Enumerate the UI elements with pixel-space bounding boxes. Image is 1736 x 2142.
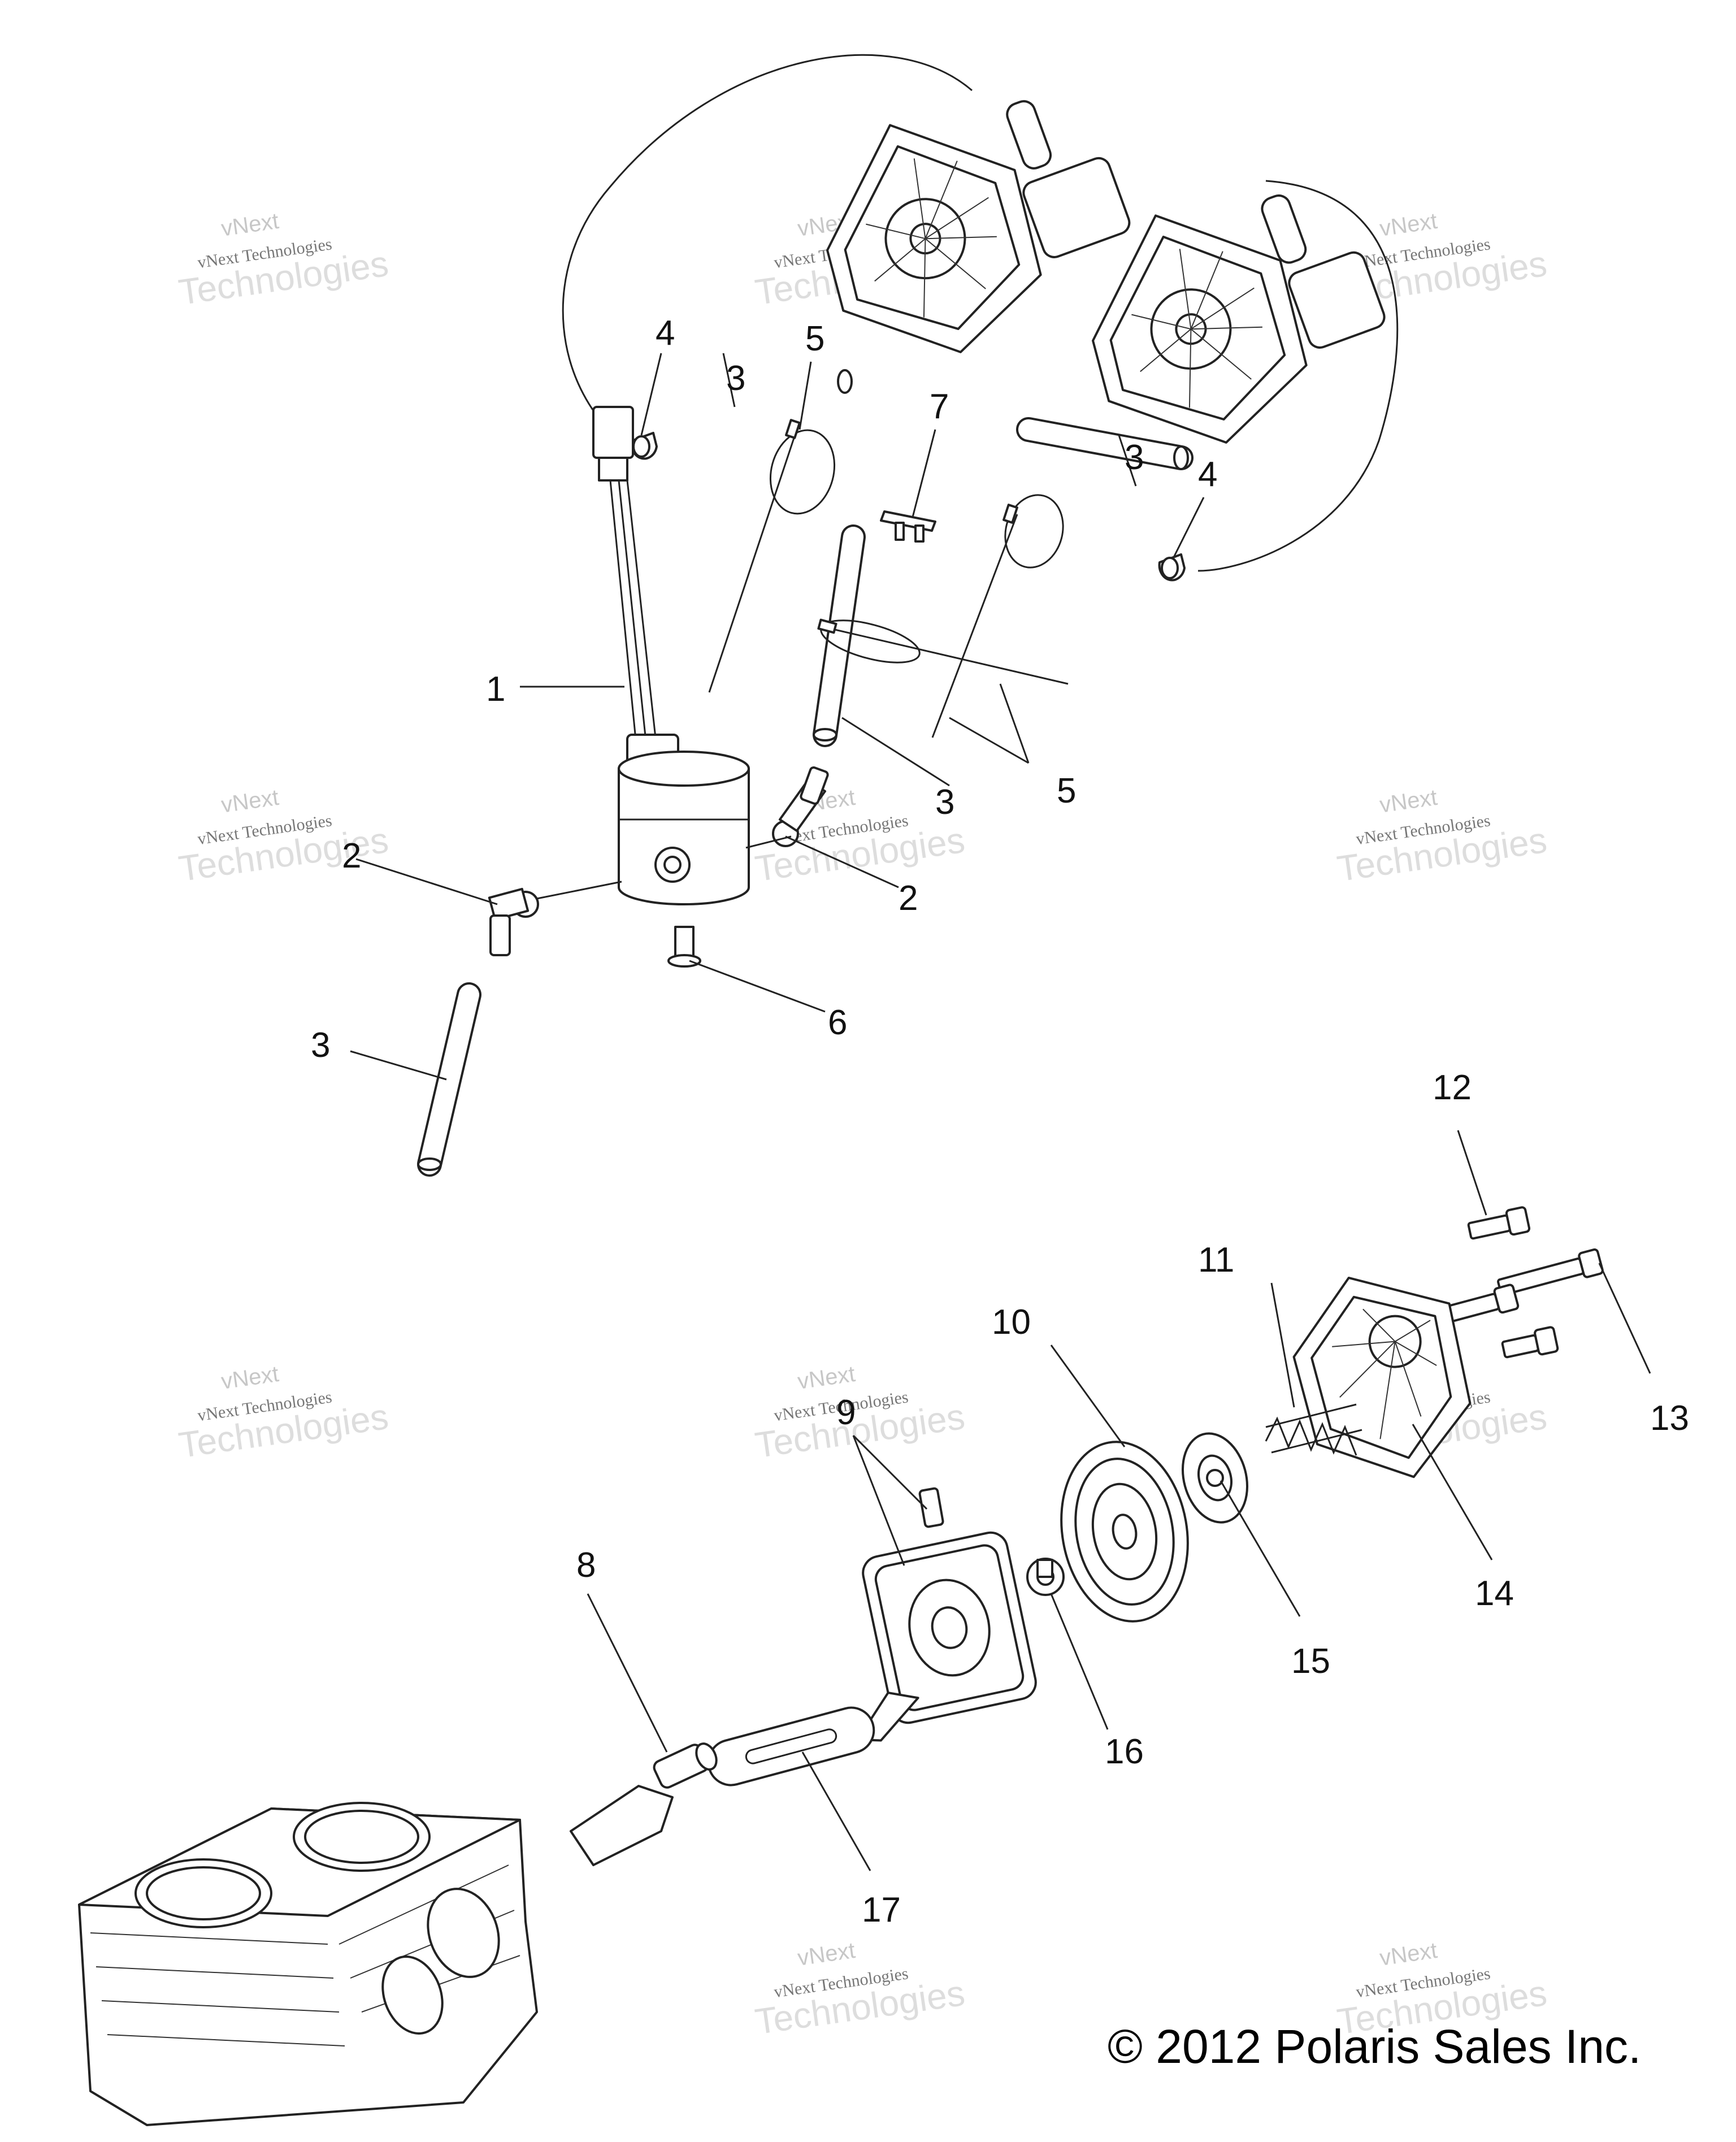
callout-8: 8 xyxy=(576,1546,596,1585)
callout-10: 10 xyxy=(992,1303,1031,1342)
svg-text:vNext: vNext xyxy=(220,209,280,241)
svg-text:vNext: vNext xyxy=(1378,1938,1439,1971)
svg-text:vNext: vNext xyxy=(796,1938,857,1971)
part-9-pin xyxy=(918,1487,944,1528)
callout-7: 7 xyxy=(930,387,949,426)
callout-4b: 4 xyxy=(1198,455,1217,494)
copyright-text: © 2012 Polaris Sales Inc. xyxy=(1108,2020,1641,2073)
watermark: vNext vNext Technologies Technologies xyxy=(753,1361,967,1465)
part-13-bolt-short xyxy=(1501,1326,1559,1359)
callout-14: 14 xyxy=(1475,1574,1514,1613)
watermark: vNext vNext Technologies Technologies xyxy=(1335,785,1550,889)
part-14-pump-cover xyxy=(1292,1276,1472,1478)
cylinder-block xyxy=(78,1802,538,2126)
part-9-pump-base xyxy=(856,1531,1037,1742)
callout-16: 16 xyxy=(1105,1732,1144,1771)
callout-3d: 3 xyxy=(311,1026,330,1065)
callout-6: 6 xyxy=(828,1003,847,1042)
watermark: vNext vNext Technologies Technologies xyxy=(753,1938,967,2042)
callout-3c: 3 xyxy=(935,783,954,822)
callout-3a: 3 xyxy=(726,359,745,398)
callout-2b: 2 xyxy=(899,879,918,918)
callout-13: 13 xyxy=(1650,1399,1689,1438)
part-7-bracket xyxy=(880,510,936,543)
hose-upper-right xyxy=(1016,417,1194,470)
clamp-left xyxy=(630,432,658,460)
svg-text:vNext: vNext xyxy=(220,785,280,818)
part-16-valve xyxy=(1026,1558,1065,1596)
callout-3b: 3 xyxy=(1125,438,1144,477)
callout-17: 17 xyxy=(862,1890,901,1929)
part-15-plate xyxy=(1181,1432,1249,1524)
callout-4a: 4 xyxy=(656,314,675,353)
hose-lower-left xyxy=(417,982,481,1177)
part-10-diaphragm xyxy=(1060,1441,1189,1623)
callout-12: 12 xyxy=(1433,1068,1472,1107)
part-6-rivet xyxy=(667,926,701,968)
callout-9: 9 xyxy=(836,1393,856,1432)
svg-text:vNext: vNext xyxy=(220,1361,280,1394)
callout-labels: 1 2 2 3 3 3 3 4 4 5 5 6 7 8 9 10 11 12 1… xyxy=(311,314,1689,1929)
pump-housing-upper-right xyxy=(1092,194,1386,444)
part-11-spring xyxy=(1265,1403,1362,1456)
leader-lines xyxy=(350,353,1651,1871)
part-17-gasket xyxy=(707,1706,875,1787)
callout-1: 1 xyxy=(486,670,505,709)
part-8-fitting xyxy=(570,1742,718,1866)
svg-text:vNext: vNext xyxy=(1378,209,1439,241)
watermark: vNext vNext Technologies Technologies xyxy=(176,209,391,313)
callout-2a: 2 xyxy=(342,836,361,875)
watermark: vNext vNext Technologies Technologies xyxy=(176,1361,391,1465)
callout-5b: 5 xyxy=(1057,771,1076,810)
callout-15: 15 xyxy=(1291,1642,1330,1681)
part-12-bolt xyxy=(1467,1206,1531,1240)
svg-text:vNext: vNext xyxy=(796,1361,857,1394)
svg-text:vNext: vNext xyxy=(1378,785,1439,818)
clamp-right xyxy=(1158,553,1186,582)
watermark-layer: vNext vNext Technologies Technologies vN… xyxy=(176,209,1550,2042)
part-1-sensor xyxy=(592,406,750,905)
cable-tie-middle xyxy=(817,618,1069,685)
hose-center-vertical xyxy=(813,524,866,747)
pump-housing-upper-left xyxy=(826,100,1131,353)
callout-11: 11 xyxy=(1198,1241,1234,1280)
connection-arcs xyxy=(562,54,1399,572)
cable-tie-right xyxy=(931,494,1064,738)
callout-5a: 5 xyxy=(805,319,824,358)
part-2-fitting-left xyxy=(488,887,539,956)
hose-upper-left xyxy=(668,332,855,394)
cable-tie-left xyxy=(708,419,836,693)
